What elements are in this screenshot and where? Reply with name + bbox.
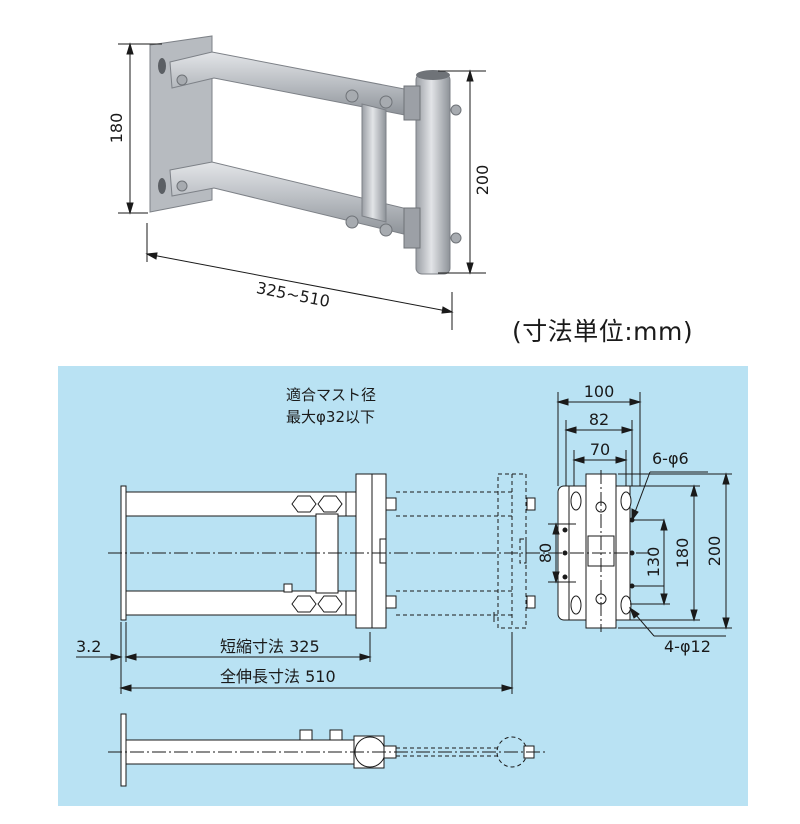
holes-large-label: 4-φ12 [664, 637, 711, 656]
dim-200-photo [438, 69, 486, 275]
hex-nut [317, 495, 343, 513]
nut-top [329, 729, 343, 741]
keyhole-slot [570, 491, 582, 511]
bolt [450, 104, 462, 116]
hex-nut [317, 595, 343, 613]
dim-130-label: 130 [644, 547, 663, 578]
bolt [345, 215, 359, 229]
note-line-1: 適合マスト径 [286, 386, 376, 404]
plate-slot [158, 178, 166, 194]
bolt-stub [526, 595, 536, 609]
dim-180-drawing-label: 180 [673, 538, 692, 569]
dim-width-photo [145, 223, 454, 330]
wall-plate-bottom [120, 713, 127, 787]
slider-block-upper [345, 491, 357, 517]
dim-200-photo-label: 200 [473, 165, 492, 196]
bolt [379, 223, 393, 237]
bracket-photo: 180 200 325~510 [107, 35, 492, 330]
bolt [379, 95, 393, 109]
bolt-stub [385, 497, 397, 511]
vertical-strut [361, 103, 387, 223]
clamp [403, 85, 421, 121]
dim-180-photo [118, 42, 162, 215]
keyhole-slot [620, 595, 632, 615]
dim-200-drawing-label: 200 [705, 536, 724, 567]
hex-nut [291, 595, 317, 613]
bolt-stub [526, 497, 536, 511]
slider-block-lower [345, 590, 357, 616]
bolt [176, 74, 188, 86]
bolt [450, 232, 462, 244]
bolt-stub [385, 595, 397, 609]
keyhole-slot [570, 595, 582, 615]
nut-top [299, 729, 313, 741]
dim-70-label: 70 [590, 440, 610, 459]
note-line-2: 最大φ32以下 [286, 408, 375, 426]
clamp [403, 207, 421, 249]
dim-325-label: 短縮寸法 325 [220, 637, 320, 656]
dim-510-label: 全伸長寸法 510 [220, 667, 336, 686]
keyhole-slot [620, 491, 632, 511]
dim-3-2-label: 3.2 [76, 637, 101, 656]
bolt [176, 180, 188, 192]
dim-180-photo-label: 180 [107, 113, 126, 144]
hex-nut [291, 495, 317, 513]
dim-80-label: 80 [536, 543, 555, 563]
bolt [345, 89, 359, 103]
dim-100-label: 100 [584, 382, 615, 401]
small-bracket [283, 583, 293, 593]
clamp-slot [379, 538, 387, 564]
unit-label: (寸法単位:mm) [512, 317, 694, 346]
plate-slot [158, 58, 166, 74]
lower-arm-front [125, 590, 355, 616]
holes-small-label: 6-φ6 [652, 449, 689, 468]
dim-82-label: 82 [589, 410, 609, 429]
